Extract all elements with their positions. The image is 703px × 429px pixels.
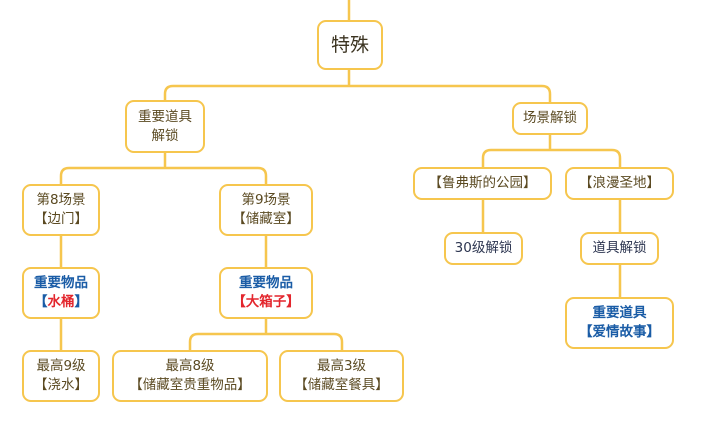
- node-label: 【储藏室餐具】: [294, 377, 389, 393]
- node-label: 【储藏室】: [232, 211, 300, 227]
- level30-unlock-node: 30级解锁: [444, 232, 523, 265]
- max9-node: 最高9级 【浇水】: [22, 350, 100, 402]
- item-name: 水桶: [47, 294, 75, 310]
- node-label: 第9场景: [241, 192, 291, 208]
- node-label: 重要道具: [138, 108, 192, 125]
- node-label: 最高3级: [316, 358, 367, 374]
- node-label: 最高8级: [165, 358, 215, 374]
- node-label: 第8场景: [36, 192, 86, 208]
- max3-node: 最高3级 【储藏室餐具】: [279, 350, 404, 402]
- max8-node: 最高8级 【储藏室贵重物品】: [112, 350, 268, 402]
- scene9-node: 第9场景 【储藏室】: [219, 184, 313, 236]
- node-label: 【爱情故事】: [579, 324, 660, 340]
- node-label: 重要物品: [239, 275, 293, 291]
- scene-unlock-node: 场景解锁: [512, 102, 588, 135]
- node-label: 【浇水】: [34, 377, 88, 393]
- bracket: 】: [74, 294, 89, 310]
- node-label: 【边门】: [34, 211, 88, 227]
- node-label: 场景解锁: [523, 110, 577, 126]
- node-label: 【浪漫圣地】: [579, 175, 660, 191]
- node-label: 【储藏室贵重物品】: [129, 377, 251, 393]
- scene8-node: 第8场景 【边门】: [22, 184, 100, 236]
- bracket: 【: [34, 294, 48, 310]
- key-item-unlock-node: 重要道具 解锁: [125, 100, 205, 153]
- big-box-item-node: 重要物品 【 【大箱子】: [219, 267, 313, 319]
- item-unlock-node: 道具解锁: [580, 232, 659, 265]
- root-label: 特殊: [330, 33, 369, 56]
- rufus-park-node: 【鲁弗斯的公园】: [413, 167, 552, 200]
- love-story-item-node: 重要道具 【爱情故事】: [565, 297, 674, 349]
- romance-node: 【浪漫圣地】: [565, 167, 674, 200]
- node-label: 重要物品: [34, 275, 88, 291]
- bracket: 】: [286, 294, 300, 310]
- node-label: 重要道具: [592, 305, 647, 321]
- node-label: 最高9级: [36, 358, 86, 374]
- bucket-item-node: 重要物品 【水桶】: [22, 267, 100, 319]
- bracket: 【: [232, 294, 246, 310]
- node-label: 解锁: [151, 127, 179, 144]
- node-label: 道具解锁: [592, 240, 647, 256]
- root-node: 特殊: [317, 20, 383, 70]
- node-label: 【鲁弗斯的公园】: [428, 175, 537, 191]
- node-label: 30级解锁: [454, 240, 513, 256]
- item-name: 大箱子: [245, 294, 287, 310]
